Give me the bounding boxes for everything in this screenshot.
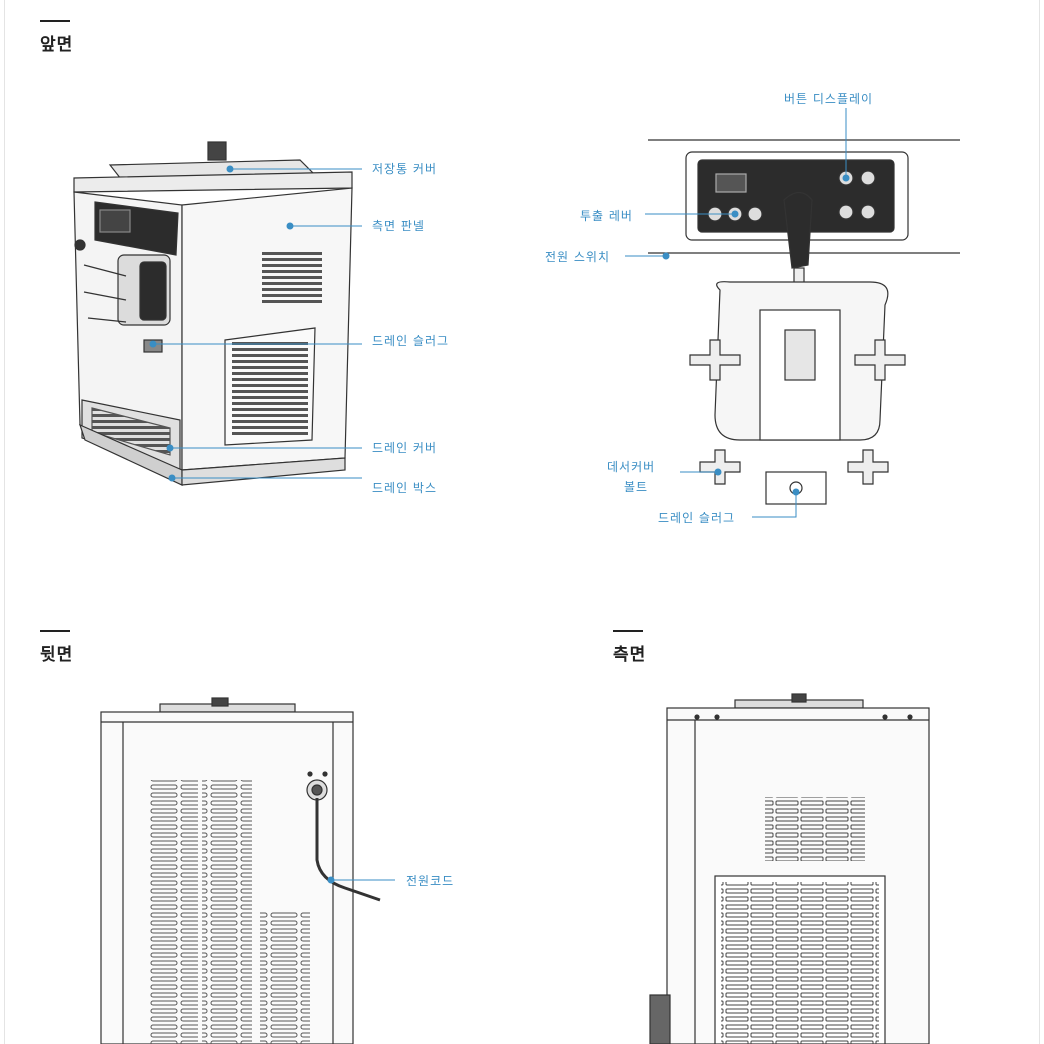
side-title-bar [613,630,643,632]
callout-drain-plug-front: 드레인 슬러그 [372,334,450,348]
detail-callout-lines [625,108,850,518]
front-title-bar [40,20,70,22]
page-frame [4,0,1040,1044]
back-machine [100,697,381,1044]
front-detail [648,139,960,505]
back-section-title: 뒷면 [40,645,74,665]
callout-dispense-lever: 투출 레버 [580,209,633,223]
back-title-bar [40,630,70,632]
front-machine [73,141,353,486]
callout-power-switch: 전원 스위치 [545,250,611,264]
side-section-title: 측면 [613,645,647,665]
callout-dessert-cover-bolt-2: 볼트 [624,480,649,494]
front-section-title: 앞면 [40,35,74,55]
side-machine [649,693,930,1044]
callout-drain-cover: 드레인 커버 [372,441,438,455]
front-callout-lines [149,165,362,482]
back-callout-lines [327,876,395,884]
callout-side-panel: 측면 판넬 [372,219,425,233]
callout-storage-cover: 저장통 커버 [372,162,438,176]
callout-dessert-cover-bolt-1: 데서커버 [607,460,656,474]
callout-drain-plug-detail: 드레인 슬러그 [658,511,736,525]
callout-drain-box: 드레인 박스 [372,481,438,495]
callout-button-display: 버튼 디스플레이 [784,92,874,106]
callout-power-cord: 전원코드 [406,874,455,888]
